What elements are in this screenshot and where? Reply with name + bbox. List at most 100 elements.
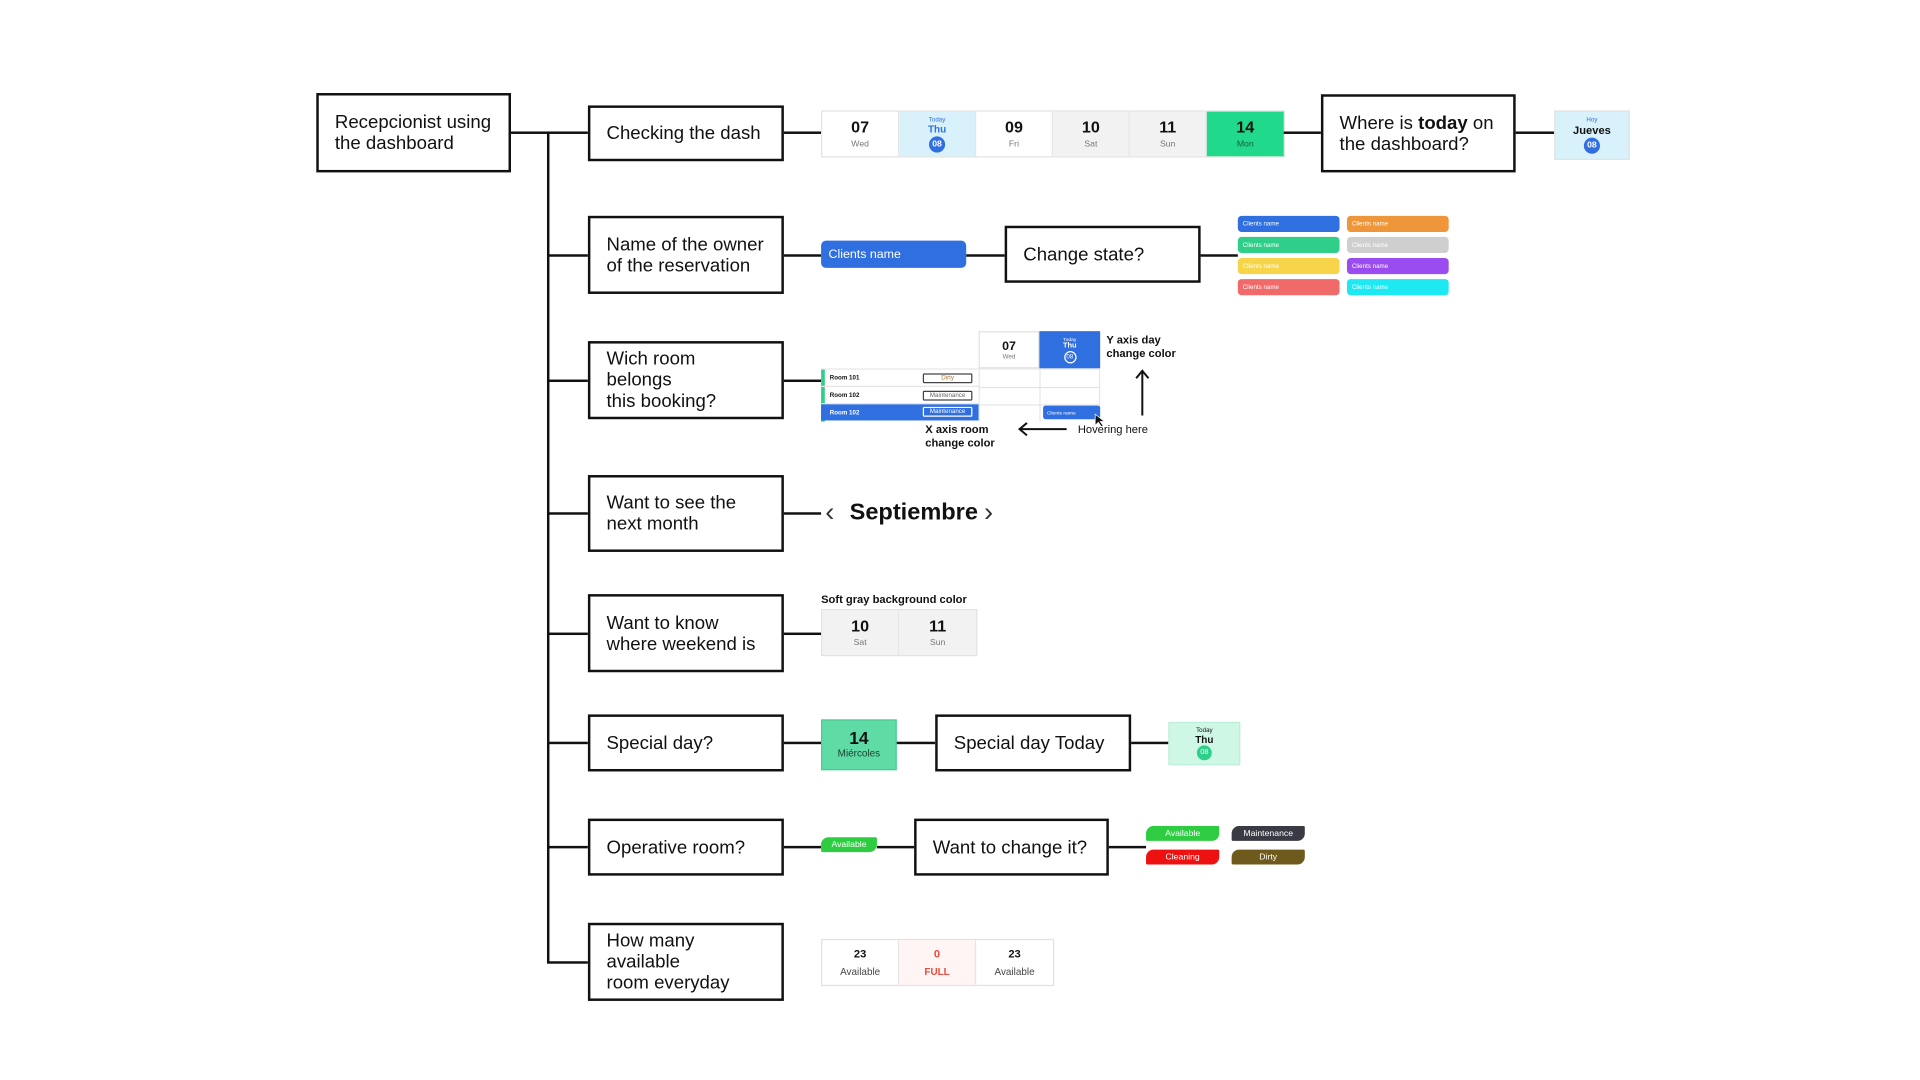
calendar-day-weekend[interactable]: 11 Sun [1129, 111, 1207, 157]
day-number: 10 [1081, 117, 1100, 136]
day-weekday: Wed [1002, 352, 1016, 361]
connector-row3 [783, 379, 822, 383]
grid-divider [978, 369, 980, 422]
calendar-day-weekend[interactable]: 10 Sat [1053, 111, 1130, 157]
room-name: Room 102 [829, 408, 860, 417]
state-chip-gray[interactable]: Clients name [1346, 236, 1449, 254]
room-name: Room 102 [829, 391, 860, 399]
root-label: Recepcionist using the dashboard [334, 111, 492, 154]
today-weekday: Thu [927, 123, 947, 135]
day-weekday: Wed [851, 139, 870, 149]
connector-row1-b [1283, 131, 1321, 134]
available-badge[interactable]: Available [821, 837, 877, 853]
calendar-day-special[interactable]: 14 Mon [1206, 111, 1284, 157]
question-special-day: Special day? [587, 714, 784, 772]
spanish-today-cell[interactable]: Hoy Jueves 08 [1554, 110, 1630, 160]
today-weekday: Jueves [1573, 124, 1611, 137]
calendar-day-today[interactable]: Today Thu 08 [899, 111, 977, 157]
state-chip-orange[interactable]: Clients name [1346, 215, 1449, 232]
question-change-it: Want to change it? [914, 818, 1109, 876]
state-chip-red[interactable]: Clients name [1237, 279, 1340, 296]
hover-note: Hovering here [1077, 422, 1148, 436]
availability-cell[interactable]: 23 Available [822, 940, 900, 985]
day-number: 11 [929, 615, 947, 635]
room-status-tag[interactable]: Maintenance [922, 390, 973, 401]
state-chip-cyan[interactable]: Clients name [1346, 279, 1449, 296]
state-chip-green[interactable]: Clients name [1237, 236, 1340, 254]
today-label: Hoy [1586, 116, 1598, 125]
special-today-cell[interactable]: Today Thu 08 [1168, 721, 1241, 766]
question-weekend: Want to know where weekend is [587, 594, 784, 673]
status-dirty-option[interactable]: Dirty [1231, 849, 1305, 865]
availability-label: FULL [924, 965, 950, 977]
question-label: Want to see the next month [606, 492, 737, 535]
day-number: 10 [851, 615, 870, 635]
connector-q4 [546, 512, 588, 515]
today-label: Today [928, 115, 946, 124]
availability-count: 23 [853, 946, 867, 960]
question-label: Change state? [1023, 243, 1145, 265]
special-day-cell[interactable]: 14 Miércoles [821, 719, 897, 771]
day-number: 14 [1236, 117, 1255, 136]
connector-row2-a [783, 254, 822, 257]
calendar-day-weekend[interactable]: 10 Sat [822, 610, 900, 655]
room-row[interactable]: Room 101 [821, 370, 979, 387]
connector-row7-c [1108, 845, 1147, 849]
today-number-dot: 08 [928, 135, 946, 152]
room-status-tag[interactable]: Maintenance [922, 406, 973, 417]
day-weekday: Sat [853, 638, 867, 647]
connector-q7 [546, 845, 588, 849]
today-label: Today [1063, 336, 1077, 343]
month-title: Septiembre [849, 499, 978, 526]
connector-row2-b [966, 254, 1005, 257]
next-month-chevron-icon[interactable]: › [983, 496, 994, 528]
calendar-day-weekend[interactable]: 11 Sun [899, 610, 977, 655]
day-weekday: Mon [1236, 139, 1254, 149]
status-cleaning-option[interactable]: Cleaning [1146, 849, 1220, 865]
status-available-option[interactable]: Available [1146, 826, 1220, 841]
question-label: Name of the owner of the reservation [606, 233, 764, 276]
question-special-today: Special day Today [935, 714, 1132, 772]
question-operative-room: Operative room? [587, 818, 784, 876]
question-label: Wich room belongs this booking? [606, 348, 717, 412]
day-number: 14 [849, 728, 869, 748]
client-name-chip[interactable]: Clients name [821, 240, 967, 268]
question-checking-dash: Checking the dash [587, 105, 784, 162]
connector-row7-b [876, 845, 915, 849]
state-chip-blue[interactable]: Clients name [1237, 215, 1340, 232]
room-name: Room 101 [829, 373, 860, 382]
grid-divider [1039, 369, 1041, 422]
day-number: 07 [1002, 339, 1016, 353]
availability-cell[interactable]: 23 Available [976, 940, 1053, 985]
connector-row5 [783, 632, 822, 636]
room-status-tag[interactable]: Dirty [922, 373, 973, 384]
y-axis-note: Y axis day change color [1106, 333, 1176, 360]
question-label: Where is today on the dashboard? [1340, 112, 1494, 154]
question-where-today: Where is today on the dashboard? [1320, 94, 1516, 173]
today-question-bold: today [1418, 112, 1468, 134]
x-axis-note: X axis room change color [925, 422, 995, 449]
connector-row1-c [1515, 131, 1555, 134]
day-weekday: Sat [1084, 139, 1098, 149]
hover-day-cell[interactable]: 07 Wed [978, 331, 1040, 369]
day-weekday: Fri [1008, 139, 1020, 149]
weekend-calendar: 10 Sat 11 Sun [821, 608, 978, 657]
connector-q3 [546, 379, 588, 383]
calendar-day[interactable]: 07 Wed [822, 111, 900, 157]
prev-month-chevron-icon[interactable]: ‹ [825, 496, 835, 528]
hover-today-cell-highlighted[interactable]: Today Thu 08 [1039, 331, 1101, 369]
today-number-dot: 08 [1063, 351, 1076, 364]
booking-chip[interactable]: Clients name [1043, 405, 1101, 420]
calendar-day[interactable]: 09 Fri [976, 111, 1054, 157]
availability-cell-full[interactable]: 0 FULL [899, 940, 977, 985]
question-label: How many available room everyday [606, 930, 730, 994]
question-next-month: Want to see the next month [587, 475, 784, 552]
grid-divider [978, 386, 1101, 389]
day-weekday: Miércoles [837, 747, 881, 760]
state-chip-yellow[interactable]: Clients name [1237, 257, 1340, 275]
status-maintenance-option[interactable]: Maintenance [1231, 826, 1305, 841]
state-chip-purple[interactable]: Clients name [1346, 257, 1449, 275]
room-row[interactable]: Room 102 [821, 387, 979, 405]
question-label: Want to change it? [932, 836, 1088, 858]
today-question-pre: Where is [1339, 112, 1419, 134]
